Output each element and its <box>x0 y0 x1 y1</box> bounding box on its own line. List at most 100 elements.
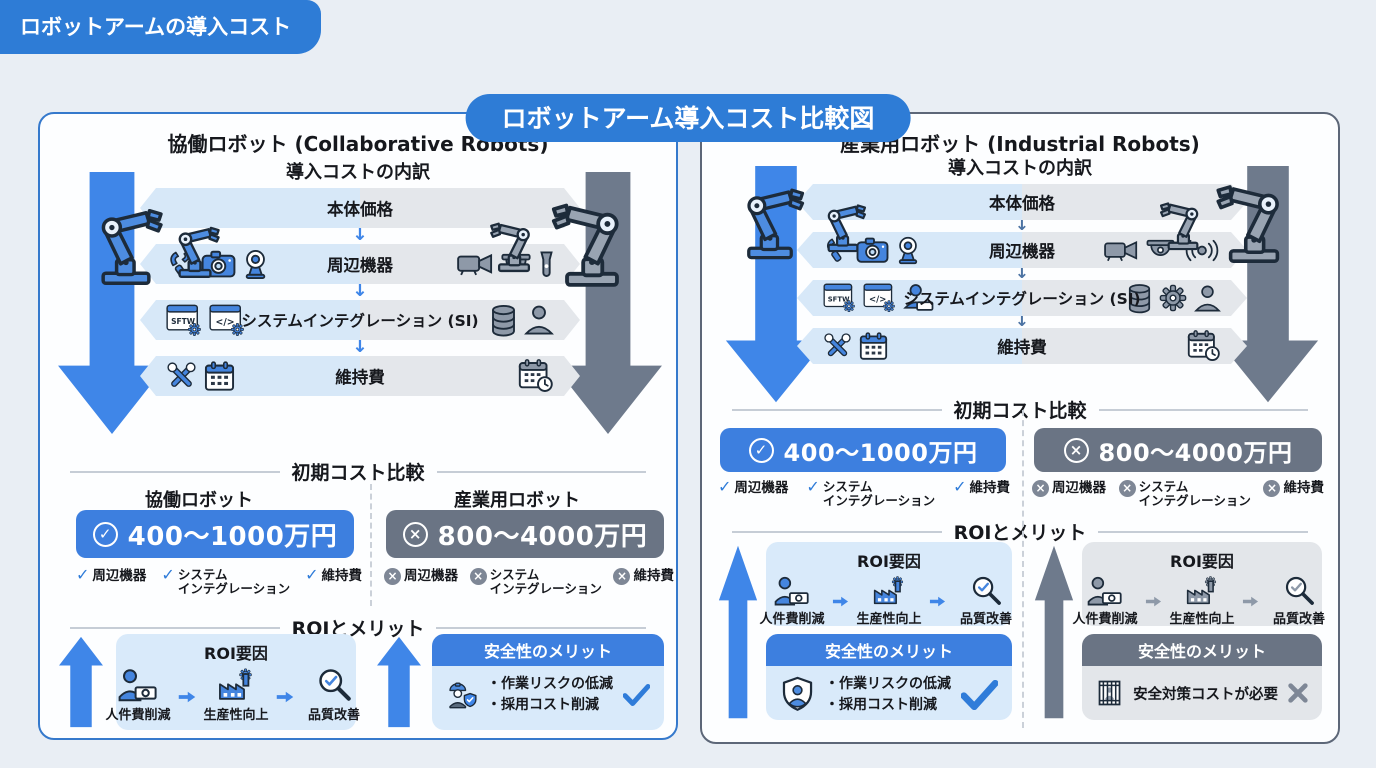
roi-factor: 人件費削減 <box>1070 576 1140 627</box>
check-icon: ✓ <box>953 477 967 496</box>
webcam-icon <box>243 249 268 280</box>
column-divider <box>370 484 372 606</box>
si-icons-right <box>490 304 554 337</box>
factory-icon <box>872 576 906 606</box>
big-x-icon <box>1288 679 1308 707</box>
cross-icon: × <box>1118 480 1136 497</box>
band-peripheral-label: 周辺機器 <box>989 242 1055 261</box>
engineer-icon <box>1194 285 1221 312</box>
si-icons-left <box>166 304 245 337</box>
industrial-cost-items: ×周辺機器 ×システムインテグレーション ×維持費 <box>1032 478 1324 509</box>
code-window-icon <box>209 304 245 337</box>
up-arrow-blue-icon <box>376 636 422 728</box>
band-si-label: システムインテグレーション (SI) <box>241 312 479 330</box>
band-maintenance-label: 維持費 <box>335 368 385 387</box>
band-body-price: 本体価格 <box>797 184 1247 220</box>
circle-check-icon: ✓ <box>748 437 774 463</box>
column-divider <box>1022 410 1024 728</box>
down-arrow-icon: ↓ <box>1014 263 1030 283</box>
si-icons-right <box>1127 283 1221 314</box>
collab-cost-items: ✓周辺機器 ✓システムインテグレーション ✓維持費 <box>718 478 1010 509</box>
roi-factor: 生産性向上 <box>1167 576 1237 627</box>
main-title: ロボットアーム導入コスト比較図 <box>465 94 911 142</box>
big-check-icon <box>623 679 650 711</box>
labor-cost-icon <box>774 576 810 606</box>
check-icon: ✓ <box>305 565 319 584</box>
shield-user-icon <box>780 675 815 715</box>
maintenance-icons-left <box>823 332 888 361</box>
band-si: システムインテグレーション (SI) <box>797 280 1247 316</box>
collab-cost-flow: 導入コストの内訳 本体価格 ↓ 周辺機器 <box>40 158 676 454</box>
initial-cost-section-divider: 初期コスト比較 <box>70 458 647 485</box>
cross-icon: × <box>613 568 631 585</box>
collab-cost-items: ✓周辺機器 ✓システムインテグレーション ✓維持費 <box>76 566 362 597</box>
cost-item: ✓システムインテグレーション <box>806 477 936 509</box>
software-window-icon <box>166 304 202 337</box>
roi-section-divider: ROIとメリット <box>732 518 1309 545</box>
calendar-icon <box>859 332 888 361</box>
factory-icon <box>217 668 255 702</box>
industrial-column-label: 産業用ロボット <box>454 490 580 511</box>
cross-icon: × <box>1263 480 1281 497</box>
robot-arm-icon <box>1208 178 1300 266</box>
roi-factor: 品質改善 <box>299 666 369 723</box>
up-arrow-blue-icon <box>718 544 758 720</box>
cost-item: ✓周辺機器 <box>718 477 789 497</box>
robot-arm-icon <box>484 218 544 274</box>
cost-item: ×システムインテグレーション <box>469 566 602 597</box>
cross-icon: × <box>384 568 401 585</box>
software-window-icon <box>823 283 856 313</box>
safety-title: 安全性のメリット <box>432 634 664 666</box>
roi-factor: 生産性向上 <box>201 668 271 723</box>
page-badge: ロボットアームの導入コスト <box>0 0 322 54</box>
factory-icon <box>1185 576 1219 606</box>
robot-arm-icon <box>814 200 872 254</box>
collab-column-label: 協働ロボット <box>145 490 253 511</box>
band-maintenance: 維持費 <box>140 356 580 396</box>
maintenance-icons-right <box>1187 330 1221 362</box>
circle-check-icon: ✓ <box>92 521 118 547</box>
down-arrow-icon: ↓ <box>1014 215 1030 235</box>
database-icon <box>490 304 517 337</box>
video-camera-icon <box>1104 239 1138 262</box>
roi-factor: 生産性向上 <box>854 576 924 627</box>
down-arrow-icon: ↓ <box>352 279 368 301</box>
roi-factors-title: ROI要因 <box>204 644 268 663</box>
cross-icon: × <box>1032 480 1049 497</box>
cost-item: ×維持費 <box>1263 478 1324 509</box>
cost-column-labels: 協働ロボット 産業用ロボット <box>40 486 676 512</box>
collab-panel: 協働ロボット (Collaborative Robots) 導入コストの内訳 本… <box>38 112 678 740</box>
safety-box: 安全性のメリット ・作業リスクの低減 ・採用コスト削減 <box>766 634 1012 720</box>
maintenance-icons-left <box>166 361 235 392</box>
roi-section-title: ROIとメリット <box>953 522 1087 544</box>
collab-cost-box: ✓ 400〜1000万円 <box>76 510 354 558</box>
band-si: システムインテグレーション (SI) <box>140 300 580 340</box>
flow-header: 導入コストの内訳 <box>948 158 1092 179</box>
big-check-icon <box>961 680 998 710</box>
collab-cost-box: ✓ 400〜1000万円 <box>720 428 1006 472</box>
initial-cost-title: 初期コスト比較 <box>291 462 425 484</box>
roi-factors-box: ROI要因 人件費削減 生産性向上 品質改善 <box>105 634 360 730</box>
collab-cost-value: 400〜1000万円 <box>783 438 978 467</box>
safety-cage-icon <box>1096 674 1123 712</box>
roi-factor: 人件費削減 <box>103 668 173 723</box>
cost-item: ✓周辺機器 <box>76 565 147 585</box>
labor-cost-icon <box>1087 576 1123 606</box>
band-maintenance: 維持費 <box>797 328 1247 364</box>
industrial-cost-box: × 800〜4000万円 <box>386 510 664 558</box>
industrial-safety-note: 安全対策コストが必要 <box>1133 686 1279 703</box>
quality-check-icon <box>970 574 1002 606</box>
band-si-label: システムインテグレーション (SI) <box>903 290 1141 308</box>
band-body-price: 本体価格 <box>140 188 580 228</box>
collab-cost-value: 400〜1000万円 <box>127 521 338 552</box>
band-body-price-label: 本体価格 <box>327 200 393 219</box>
robot-arm-icon <box>1154 198 1212 252</box>
flow-header: 導入コストの内訳 <box>286 162 430 183</box>
industrial-cost-box: × 800〜4000万円 <box>1034 428 1322 472</box>
robot-arm-icon <box>80 202 172 288</box>
roi-factor: 品質改善 <box>1264 574 1334 627</box>
engineer-icon <box>524 305 554 335</box>
band-maintenance-label: 維持費 <box>997 338 1047 357</box>
industrial-cost-items: ×周辺機器 ×システムインテグレーション ×維持費 <box>384 566 674 597</box>
